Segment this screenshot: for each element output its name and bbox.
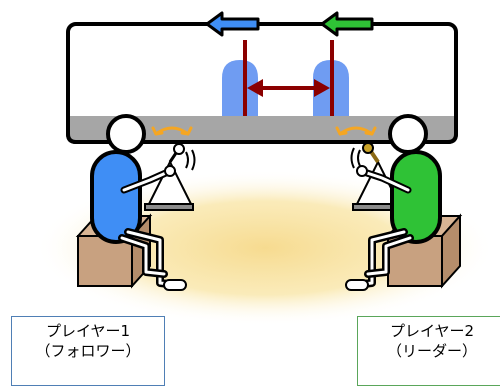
distance-arrow-right-head <box>314 79 330 97</box>
panel-bottom-edge <box>66 116 458 144</box>
player1-name: プレイヤー1 <box>45 322 131 340</box>
distance-arrow-left-head <box>247 79 263 97</box>
follower-target-dome <box>222 60 258 116</box>
player2-name: プレイヤー2 <box>389 322 475 340</box>
follower-move-arrow <box>151 126 193 136</box>
player2-role: （リーダー） <box>386 342 477 360</box>
leader-move-arrow <box>335 126 377 136</box>
player1-label-box: プレイヤー1 （フォロワー） <box>11 316 165 386</box>
leader-figure <box>345 114 442 291</box>
follower-figure <box>90 114 187 291</box>
player1-role: （フォロワー） <box>35 342 141 360</box>
leader-direction-arrow <box>320 11 374 37</box>
follower-direction-arrow <box>205 11 260 37</box>
player2-label-box: プレイヤー2 （リーダー） <box>357 316 500 386</box>
follower-joystick <box>144 143 196 211</box>
